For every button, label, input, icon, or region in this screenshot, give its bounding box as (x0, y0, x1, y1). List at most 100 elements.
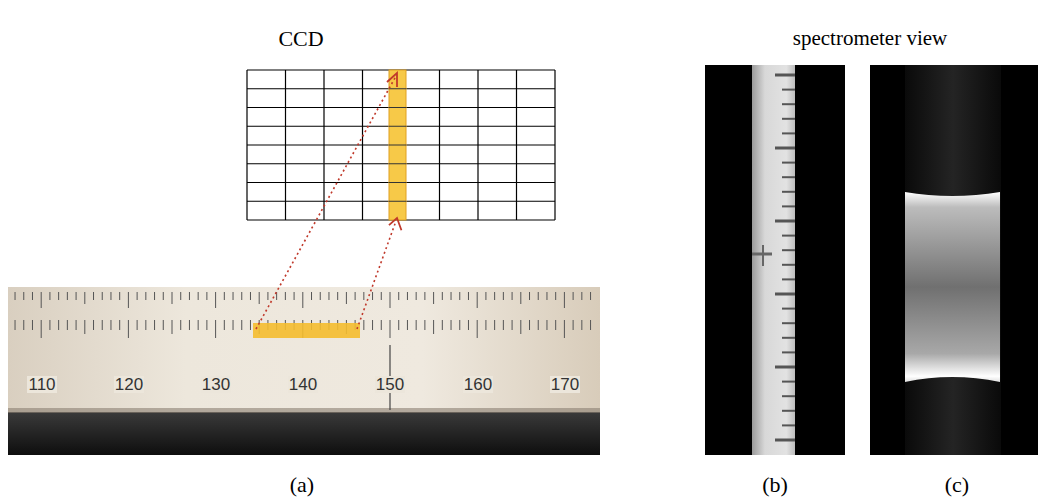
ruler-tick (477, 320, 478, 338)
scale-tick (782, 118, 795, 120)
ruler-tick (416, 292, 417, 300)
panel-label: (c) (945, 474, 969, 496)
ruler-tick (41, 292, 42, 308)
ruler-tick (555, 320, 556, 330)
ruler-tick (206, 292, 207, 300)
ruler-tick (311, 292, 312, 300)
ruler-tick (407, 292, 408, 300)
ruler-tick (67, 320, 68, 330)
pixel-line (389, 182, 406, 183)
grid-line (554, 70, 555, 220)
ruler-tick (355, 292, 356, 300)
ruler-tick (259, 292, 260, 304)
ruler-tick (58, 292, 59, 300)
ruler-tick (224, 320, 225, 330)
ruler-tick (84, 320, 85, 334)
ruler-tick (285, 292, 286, 300)
ruler-tick (581, 292, 582, 300)
ruler-tick (189, 320, 190, 330)
ruler-tick (442, 320, 443, 330)
ruler-tick (564, 320, 565, 338)
ruler-tick (119, 292, 120, 300)
ruler-tick (172, 320, 173, 334)
scale-tick (782, 89, 795, 91)
scale-tick (775, 74, 795, 77)
ruler-tick (215, 292, 216, 308)
ruler-tick (381, 320, 382, 330)
scale-tick (775, 293, 795, 296)
ruler-tick (224, 292, 225, 300)
ruler-tick (23, 320, 24, 330)
scale-tick (782, 235, 795, 237)
ruler-tick (233, 292, 234, 300)
panel-label: (b) (762, 474, 788, 496)
ruler-tick (459, 292, 460, 300)
ruler-tick (172, 292, 173, 304)
ruler-tick (32, 292, 33, 300)
ruler-tick (15, 320, 16, 330)
ruler-tick (137, 292, 138, 300)
ruler-tick (180, 292, 181, 300)
scale-number: 150 (375, 376, 405, 393)
ruler-tick (93, 292, 94, 300)
ruler-tick (555, 292, 556, 300)
ruler-tick (206, 320, 207, 330)
ruler-tick (58, 320, 59, 330)
ruler-tick (102, 320, 103, 330)
ruler-tick (93, 320, 94, 330)
ruler-tick (320, 292, 321, 300)
scale-tick (782, 205, 795, 207)
scale-tick (782, 264, 795, 266)
grid-line (247, 182, 555, 183)
ruler-tick (512, 292, 513, 300)
grid-line (477, 70, 478, 220)
scale-tick (782, 381, 795, 383)
ruler-tick (590, 292, 591, 300)
ruler-tick (485, 320, 486, 330)
scale-ticks (775, 75, 795, 440)
pixel-line (389, 163, 406, 164)
ruler-tick (84, 292, 85, 304)
ruler-tick (15, 292, 16, 300)
ruler-tick (198, 320, 199, 330)
scale-tick (782, 278, 795, 280)
ruler-tick (337, 292, 338, 300)
ruler-tick (76, 292, 77, 300)
ruler-tick (468, 320, 469, 330)
ruler-tick (433, 292, 434, 304)
ruler-tick (590, 320, 591, 330)
ruler-tick (407, 320, 408, 330)
ruler-tick (581, 320, 582, 330)
ruler-tick (41, 320, 42, 338)
ruler-tick (119, 320, 120, 330)
scale-number: 170 (550, 376, 580, 393)
ruler-tick (538, 320, 539, 330)
grid-line (247, 201, 555, 202)
ruler-tick (573, 292, 574, 300)
ruler-tick (494, 320, 495, 330)
ruler-tick (381, 292, 382, 300)
ruler-tick (451, 292, 452, 300)
ruler-tick (503, 320, 504, 330)
ruler-tick (398, 320, 399, 330)
ccd-grid (247, 70, 555, 220)
ruler-tick (564, 292, 565, 308)
ruler-tick (477, 292, 478, 308)
ruler-tick (145, 292, 146, 300)
pixel-column (389, 89, 406, 202)
scale-tick (782, 322, 795, 324)
panel-label: (a) (290, 474, 314, 496)
scale-number: 130 (201, 376, 231, 393)
scale-tick (782, 351, 795, 353)
panel-title: spectrometer view (793, 28, 948, 49)
panel-title: CCD (278, 28, 323, 50)
scale-number: 120 (114, 376, 144, 393)
ruler-tick (451, 320, 452, 330)
ruler-tick (538, 292, 539, 300)
ruler-tick (372, 292, 373, 300)
ruler-tick (416, 320, 417, 330)
ruler-tick (529, 320, 530, 330)
ruler-tick (163, 320, 164, 330)
scale-tick (782, 308, 795, 310)
